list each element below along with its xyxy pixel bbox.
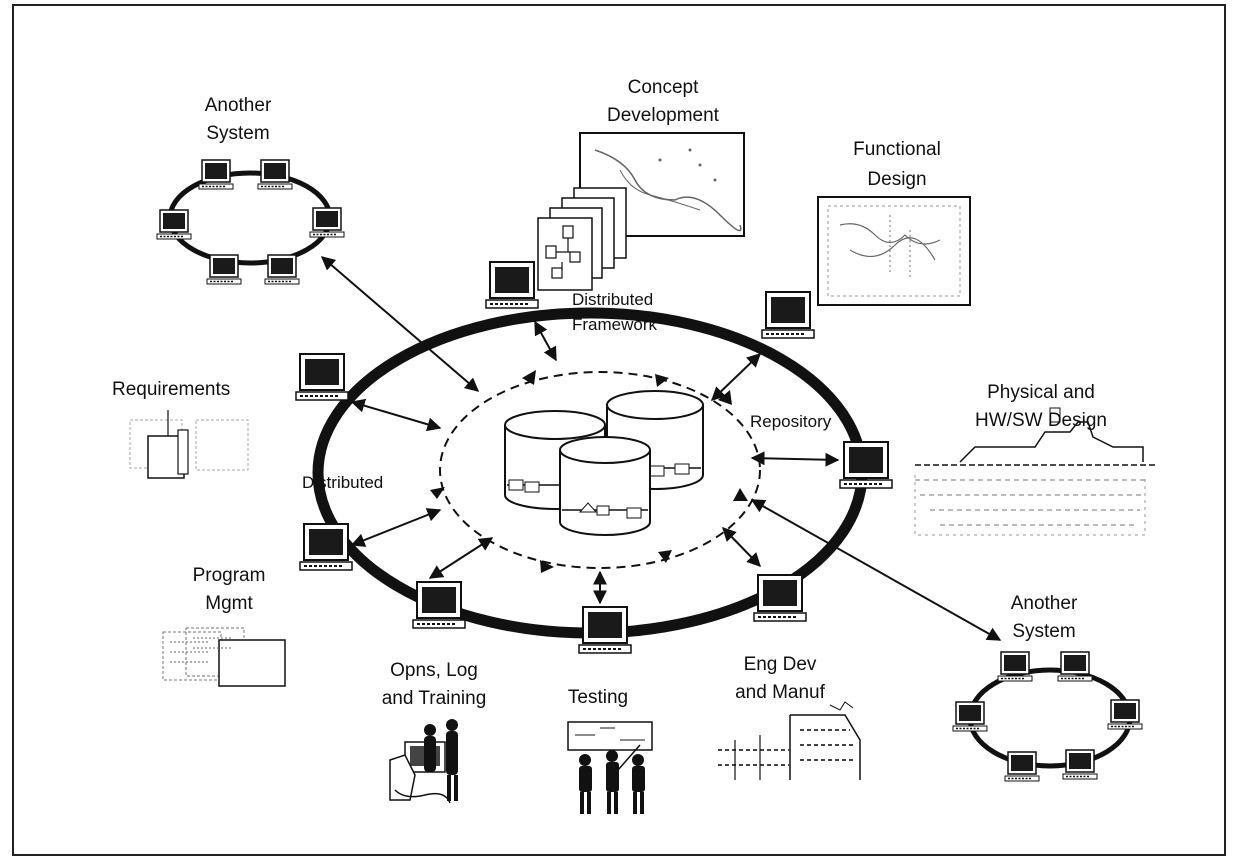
label-distributed-framework-line2: Framework xyxy=(572,315,658,334)
workstation-physical xyxy=(839,441,893,489)
connection-arrows xyxy=(320,256,1002,641)
repository-ring-arrows xyxy=(430,370,748,573)
label-distributed: Distributed xyxy=(302,473,383,492)
label-functional-line2: Design xyxy=(867,169,926,190)
opns-training-illustration xyxy=(389,719,458,804)
engdev-manuf-illustration xyxy=(718,701,861,780)
workstation-opns xyxy=(412,581,466,629)
workstation-engdev xyxy=(753,574,807,622)
label-another-system-right-line2: System xyxy=(1012,621,1075,642)
label-program-line2: Mgmt xyxy=(205,593,253,614)
another-system-right-network xyxy=(952,651,1143,782)
concept-development-illustration xyxy=(537,132,745,291)
label-another-system-right-line1: Another xyxy=(1011,593,1078,614)
label-functional-line1: Functional xyxy=(853,139,941,160)
testing-illustration xyxy=(567,721,653,814)
label-engdev-line2: and Manuf xyxy=(735,682,826,703)
label-another-system-left-line1: Another xyxy=(205,95,272,116)
workstation-functional xyxy=(761,291,815,339)
functional-design-illustration xyxy=(817,196,971,306)
label-engdev-line1: Eng Dev xyxy=(744,654,817,675)
physical-design-illustration xyxy=(914,407,1155,536)
label-opns-line2: and Training xyxy=(382,688,487,709)
requirements-illustration xyxy=(129,410,249,479)
label-physical-line1: Physical and xyxy=(987,382,1095,403)
label-requirements: Requirements xyxy=(112,379,230,400)
label-repository: Repository xyxy=(750,412,832,431)
program-mgmt-illustration xyxy=(162,627,286,687)
workstation-program xyxy=(299,523,353,571)
label-physical-line2: HW/SW Design xyxy=(975,410,1107,431)
workstation-concept xyxy=(485,261,539,309)
another-system-left-network xyxy=(156,159,345,285)
repository-ring xyxy=(439,371,761,569)
workstation-testing xyxy=(578,606,632,654)
label-opns-line1: Opns, Log xyxy=(390,660,478,681)
label-distributed-framework-line1: Distributed xyxy=(572,290,653,309)
label-another-system-left-line2: System xyxy=(206,123,269,144)
label-program-line1: Program xyxy=(193,565,266,586)
label-concept-line1: Concept xyxy=(628,77,699,98)
repository-databases xyxy=(504,390,704,536)
labels: Another System Concept Development Funct… xyxy=(112,77,1107,709)
workstation-requirements xyxy=(295,353,349,401)
label-concept-line2: Development xyxy=(607,105,720,126)
label-testing: Testing xyxy=(568,687,628,708)
